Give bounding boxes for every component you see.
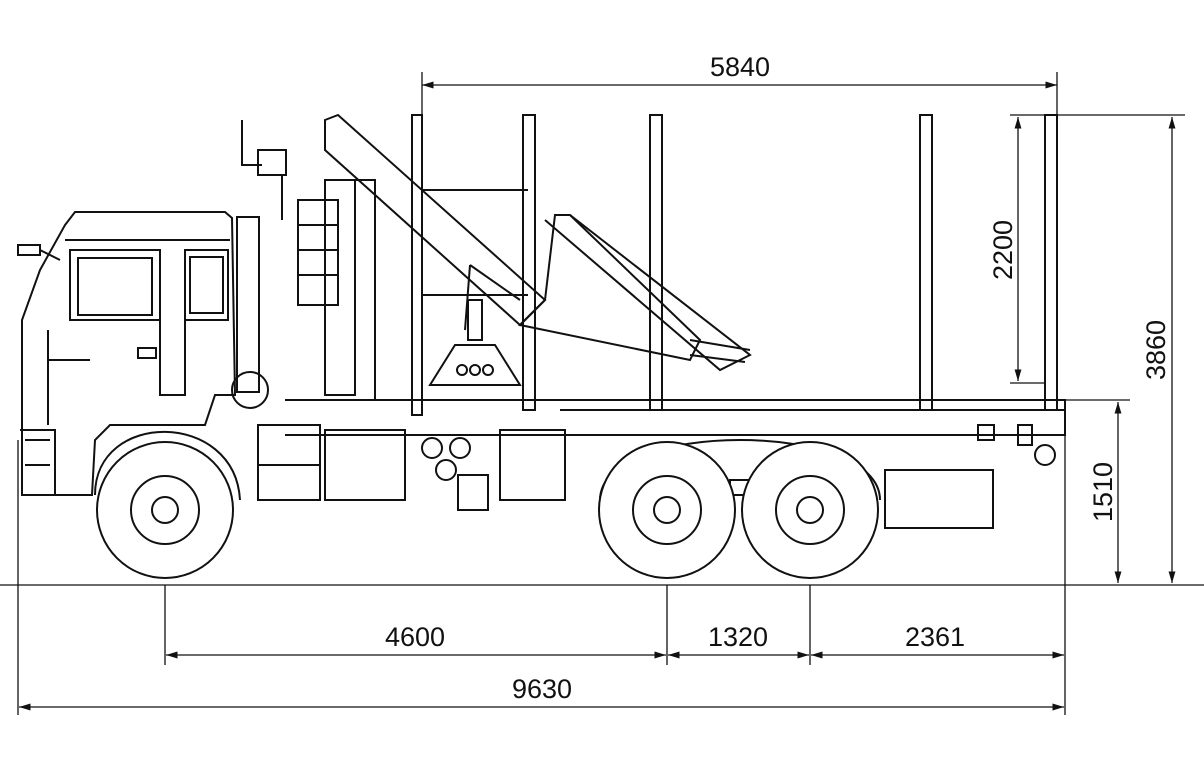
dim-label: 2361 xyxy=(905,622,965,652)
dim-wheelbase-front: 4600 xyxy=(166,622,666,659)
truck-outline xyxy=(17,113,1066,579)
dim-label: 1320 xyxy=(708,622,768,652)
dim-label: 3860 xyxy=(1141,320,1171,380)
dim-rear-overhang: 2361 xyxy=(811,622,1064,659)
front-wheel xyxy=(96,441,234,579)
dim-label: 1510 xyxy=(1088,462,1118,522)
dim-overall-length: 9630 xyxy=(19,674,1064,711)
dim-stake-height: 2200 xyxy=(988,116,1022,381)
dim-label: 2200 xyxy=(988,220,1018,280)
dim-label: 9630 xyxy=(512,674,572,704)
rear-wheel-1 xyxy=(598,441,736,579)
dim-label: 5840 xyxy=(710,52,770,82)
extension-lines xyxy=(17,72,1185,715)
dim-label: 4600 xyxy=(385,622,445,652)
dim-overall-height: 3860 xyxy=(1141,116,1176,583)
rear-wheel-2 xyxy=(741,441,879,579)
dim-frame-height: 1510 xyxy=(1088,402,1122,583)
dim-wheelbase-rear: 1320 xyxy=(668,622,809,659)
dim-bunk-length: 5840 xyxy=(422,52,1057,89)
